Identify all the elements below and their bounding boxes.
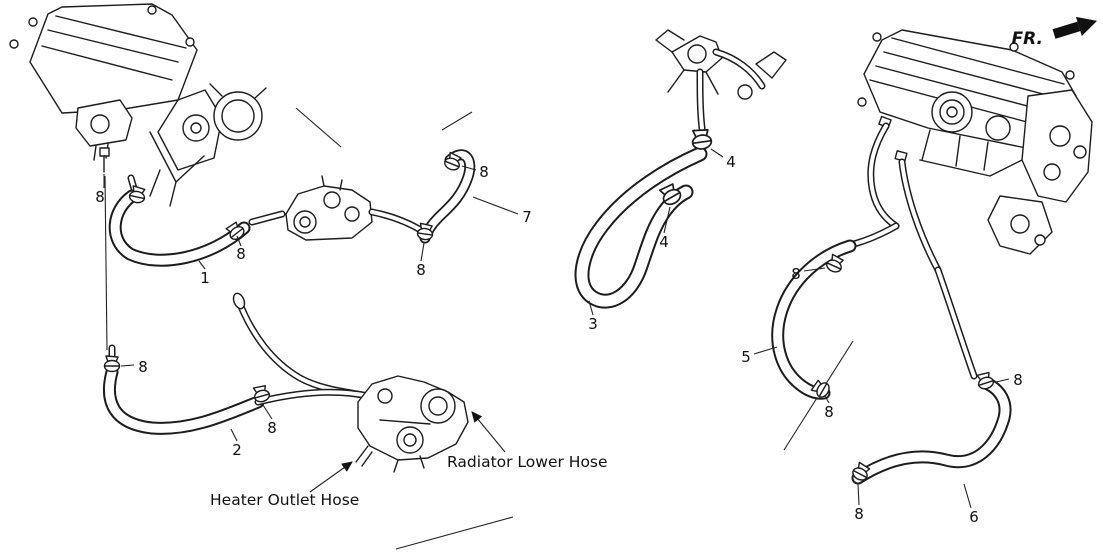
hose-6-drawing	[850, 370, 1012, 485]
callout-clamp-8-hose2-top[interactable]: 8	[138, 358, 148, 376]
callout-hose-2[interactable]: 2	[232, 441, 242, 459]
hose-5-drawing	[771, 239, 857, 400]
hose-7-drawing	[416, 149, 476, 244]
callout-hose-6[interactable]: 6	[969, 508, 979, 526]
hose-1-drawing	[108, 174, 286, 267]
callout-clamp-8-hose7-bottom[interactable]: 8	[416, 261, 426, 279]
callout-clamp-8-hose5-bottom[interactable]: 8	[824, 403, 834, 421]
callout-clamp-4-top[interactable]: 4	[726, 153, 736, 171]
callout-hose-5[interactable]: 5	[741, 348, 751, 366]
callout-clamp-8-hose2-end[interactable]: 8	[267, 419, 277, 437]
callout-clamp-8-hose6-right[interactable]: 8	[1013, 371, 1023, 389]
water-outlet-illustration	[355, 375, 469, 473]
callout-clamp-4-lower[interactable]: 4	[659, 233, 669, 251]
callout-hose-7[interactable]: 7	[522, 208, 532, 226]
callout-clamp-8-hose1-end[interactable]: 8	[236, 245, 246, 263]
water-passage-illustration	[285, 175, 428, 241]
clamp-4-top	[690, 127, 714, 151]
left-engine-illustration	[9, 3, 267, 207]
heater-outlet-hose-label: Heater Outlet Hose	[210, 491, 359, 509]
right-engine-pipes	[850, 122, 978, 380]
fr-label: FR.	[1012, 29, 1043, 49]
callout-clamp-8-hose7-top[interactable]: 8	[479, 163, 489, 181]
callout-clamp-8-hose6-left[interactable]: 8	[854, 505, 864, 523]
callout-leader-lines	[103, 148, 1010, 509]
callout-hose-3[interactable]: 3	[588, 315, 598, 333]
callout-clamp-8-hose1-top[interactable]: 8	[95, 188, 105, 206]
callout-clamp-8-hose5-top[interactable]: 8	[791, 265, 801, 283]
fr-direction-arrow	[1052, 16, 1098, 39]
callout-hose-1[interactable]: 1	[200, 269, 210, 287]
hose-2-drawing	[102, 292, 372, 435]
right-engine-illustration	[857, 29, 1093, 255]
joint-pipe-illustration	[655, 29, 787, 132]
hose-3-drawing	[574, 127, 714, 309]
clamp-hose2-top	[103, 355, 121, 373]
radiator-lower-hose-label: Radiator Lower Hose	[447, 453, 608, 471]
